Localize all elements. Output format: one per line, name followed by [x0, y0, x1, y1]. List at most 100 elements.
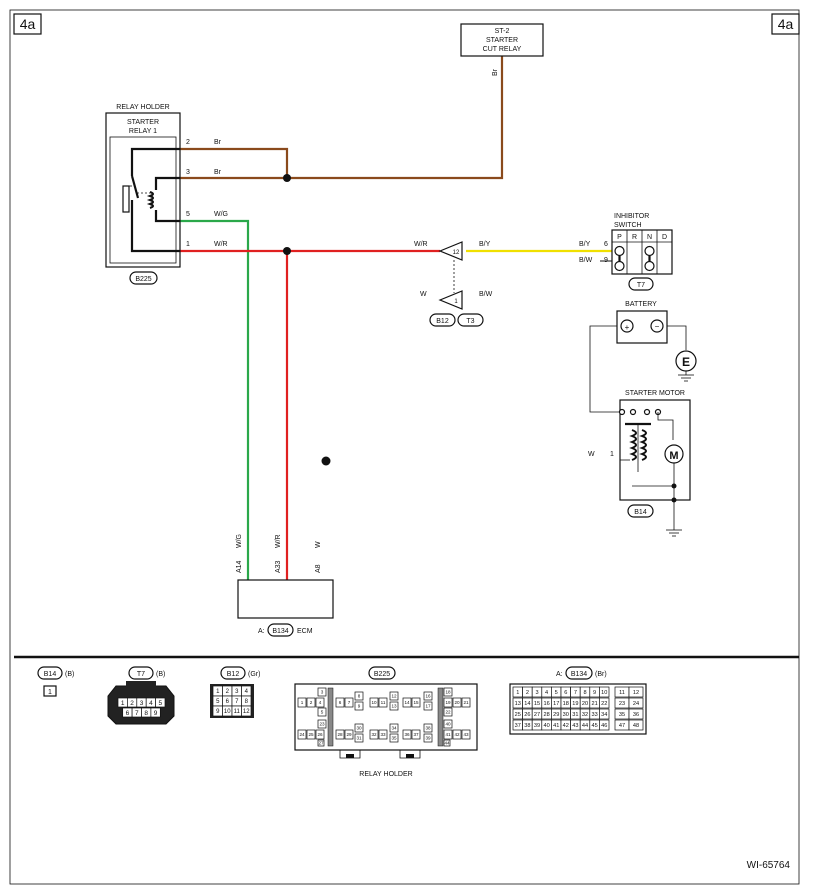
inline-pin-lower: 1: [454, 299, 458, 305]
legend-b12-pin-label: 3: [235, 689, 239, 695]
legend-b12-pin-label: 2: [226, 689, 230, 695]
starter-motor-pin: 1: [610, 451, 614, 458]
legend-b225-pin-label: 25: [308, 732, 314, 737]
legend-b134-pin-cell: [628, 719, 644, 731]
legend-b12-name: B12: [227, 671, 240, 678]
inhibitor-pos-r: R: [632, 234, 637, 241]
legend-b225-pin-cell: [317, 687, 327, 697]
legend-b134-pin-label: 10: [601, 690, 607, 696]
ecm-wire-a8: W: [315, 541, 322, 548]
inhibitor-pos-d: D: [662, 234, 667, 241]
legend-b134-pin-cell: [599, 697, 610, 709]
legend-b225-pin-cell: [306, 729, 316, 740]
legend-b134-pin-label: 31: [572, 712, 578, 718]
legend-b225-pin-cell: [335, 729, 345, 740]
starter-motor-wire: W: [588, 451, 595, 458]
battery-ground-e: E: [682, 355, 690, 369]
legend-b225-pin-label: 27: [318, 741, 324, 746]
legend-b225-pin-cell: [461, 729, 471, 740]
legend-b12-pin-label: 11: [234, 709, 241, 715]
legend-b225-pin-label: 29: [346, 732, 352, 737]
connector-b14-label: B14: [634, 509, 647, 516]
wire-br-pin2: [180, 147, 289, 178]
legend-b225-pin-cell: [354, 701, 364, 711]
ecm-connector: B134: [272, 628, 288, 635]
legend-b225-pin-cell: [315, 697, 325, 708]
inhibitor-pin-6: 6: [604, 241, 608, 248]
legend-b225-pin-cell: [411, 729, 421, 740]
relay-pin-3: 3: [186, 169, 190, 176]
relay-pin-2: 2: [186, 139, 190, 146]
inhibitor-switch: INHIBITOR SWITCH P R N D B/Y 6 B/W 9 T7: [579, 213, 673, 291]
legend-b134-pin-label: 42: [563, 723, 569, 729]
legend-b225-pin-label: 2: [310, 700, 313, 705]
legend-b225-pin-cell: [369, 697, 379, 708]
st2-line3: CUT RELAY: [483, 46, 522, 53]
legend-b12-pin-cell: [241, 705, 252, 717]
inline-w: W: [420, 291, 427, 298]
legend-b134-pin-label: 48: [633, 723, 639, 729]
legend-b134-suffix: (Br): [595, 671, 607, 678]
legend-t7-pin-label: 9: [154, 710, 158, 717]
legend-b134-pin-cell: [628, 697, 644, 709]
legend-b14-pin: 1: [48, 689, 52, 696]
relay-wire-color-1: W/R: [214, 241, 228, 248]
legend-b225-pin-cell: [452, 697, 462, 708]
legend-b225-pin-label: 22: [445, 710, 451, 715]
legend-b225-pin-label: 20: [454, 700, 460, 705]
legend-b134-pin-label: 11: [619, 690, 625, 696]
legend-b134-pin-label: 37: [515, 723, 521, 729]
st2-line1: ST-2: [495, 28, 510, 35]
legend-b225-pin-cell: [317, 719, 327, 729]
connector-t3-label: T3: [466, 318, 474, 325]
legend-b12-pin-label: 4: [245, 689, 249, 695]
wire-br-pin3: [180, 56, 504, 180]
connector-b225-oval: [129, 271, 158, 285]
legend-b134-pin-label: 35: [619, 712, 625, 718]
legend-b225-pin-label: 42: [454, 732, 460, 737]
ecm-pin-a14: A14: [236, 560, 243, 573]
legend-b225-pin-label: 4: [319, 700, 322, 705]
legend-t7-name: T7: [137, 671, 145, 678]
legend-b134-pin-label: 19: [572, 701, 578, 707]
legend-b225-pin-label: 14: [404, 700, 410, 705]
legend-b134-pin-label: 34: [601, 712, 607, 718]
legend-b134-pin-cell: [628, 708, 644, 720]
page-label-right-box: [771, 13, 800, 35]
legend-b225-pin-label: 16: [425, 694, 431, 699]
legend-b225-pin-label: 9: [358, 704, 361, 709]
inhibitor-wire-9: B/W: [579, 257, 593, 264]
relay-name-line1: STARTER: [127, 119, 159, 126]
legend-b225-pin-cell: [443, 707, 453, 717]
junction-dot: [321, 456, 331, 466]
legend-b14-name: B14: [44, 671, 57, 678]
relay-pin-1: 1: [186, 241, 190, 248]
ecm-pin-a33: A33: [275, 560, 282, 573]
legend-b12-pin-label: 7: [235, 699, 239, 705]
legend-b225-name: B225: [374, 671, 390, 678]
ecm-wire-a14: W/G: [236, 534, 243, 548]
legend-b225-pin-label: 43: [463, 732, 469, 737]
legend-b134-pin-label: 8: [583, 690, 586, 696]
legend-b225-pin-cell: [443, 687, 453, 697]
legend-t7-pin-label: 1: [121, 700, 125, 707]
legend-b225-pin-cell: [443, 697, 453, 708]
battery-plus: +: [625, 323, 630, 332]
legend-b225-pin-cell: [423, 691, 433, 701]
legend-b134-pin-label: 30: [563, 712, 569, 718]
legend-b225-pin-label: 44: [444, 741, 450, 746]
legend-b12-pin-label: 5: [216, 699, 220, 705]
legend-b134-pin-label: 20: [582, 701, 588, 707]
legend-b225-pin-cell: [315, 729, 325, 740]
legend-b225-pin-cell: [317, 707, 327, 717]
legend-b225-pin-label: 17: [425, 704, 431, 709]
legend-t7-pin-label: 7: [135, 710, 139, 717]
legend-b134-name: B134: [571, 671, 587, 678]
legend-b225-pin-label: 23: [319, 722, 325, 727]
legend-b225-pin-label: 13: [391, 704, 397, 709]
ecm-pin-a8: A8: [315, 564, 322, 573]
starter-motor: STARTER MOTOR M W 1 B14: [588, 390, 691, 537]
